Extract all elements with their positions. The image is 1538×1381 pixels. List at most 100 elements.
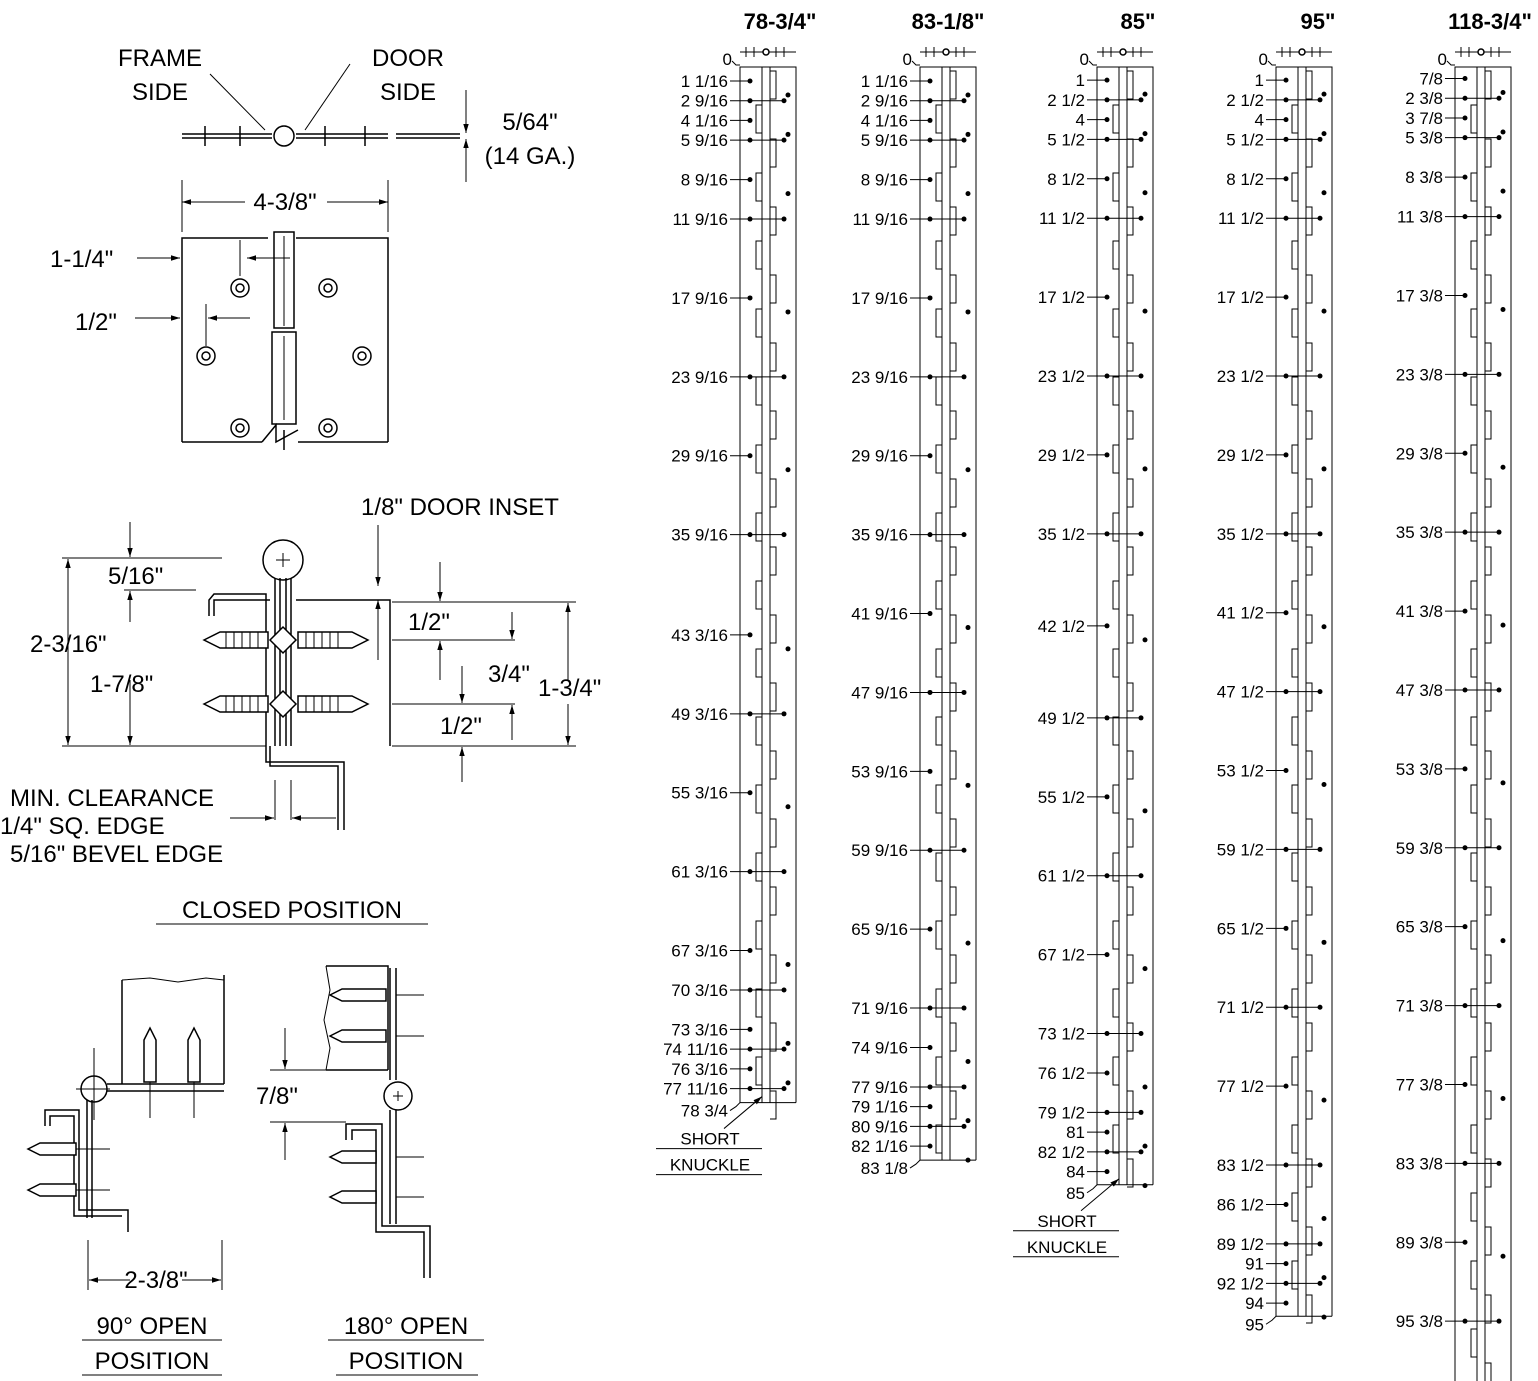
hole-dot — [927, 1084, 933, 1090]
hole-label: 4 — [1255, 111, 1264, 130]
hole-label: 91 — [1245, 1255, 1264, 1274]
hole-label: 7/8 — [1419, 70, 1443, 89]
hole-label: 89 1/2 — [1217, 1235, 1264, 1254]
hole-dot — [781, 987, 787, 993]
knuckle-segment — [950, 886, 957, 916]
hole-label: 5 1/2 — [1047, 130, 1085, 149]
end-leader — [1265, 1315, 1277, 1325]
knuckle-segment — [770, 954, 777, 984]
hole-dot — [785, 962, 791, 968]
hole-dot — [1496, 1318, 1502, 1324]
knuckle-segment — [1485, 886, 1492, 916]
knuckle-segment — [935, 988, 942, 1018]
hole-dot — [961, 847, 967, 853]
hole-dot — [1321, 782, 1327, 788]
knuckle-segment — [1127, 206, 1134, 236]
hole-dot — [1104, 294, 1110, 300]
hole-dot — [1104, 1129, 1110, 1135]
hole-label: 2 1/2 — [1047, 91, 1085, 110]
hole-dot — [1142, 1183, 1148, 1189]
hole-layout-strips: 78-3/4"01 1/162 9/164 1/165 9/168 9/1611… — [656, 9, 1532, 1381]
hole-dot — [785, 467, 791, 473]
hole-dot — [1462, 115, 1468, 121]
hole-label: 74 11/16 — [663, 1040, 728, 1059]
knuckle-segment — [950, 70, 957, 100]
hole-dot — [1317, 846, 1323, 852]
hole-dot — [927, 611, 933, 617]
closed-position-title: CLOSED POSITION — [182, 897, 402, 924]
hole-dot — [1104, 136, 1110, 142]
knuckle-segment — [770, 410, 777, 440]
hole-label: 8 9/16 — [681, 171, 728, 190]
knuckle-segment — [755, 784, 762, 814]
hole-dot — [747, 532, 753, 538]
screws-180 — [328, 988, 424, 1204]
hole-label: 83 1/2 — [1217, 1156, 1264, 1175]
knuckle-segment — [1127, 750, 1134, 780]
hole-label: 95 3/8 — [1396, 1312, 1443, 1331]
hole-dot — [1462, 95, 1468, 101]
hole-dot — [781, 1086, 787, 1092]
short-knuckle-arrow — [1080, 1178, 1120, 1212]
hole-dot — [1283, 1241, 1289, 1247]
knuckle-segment — [935, 784, 942, 814]
knuckle-segment — [770, 70, 777, 100]
hole-dot — [1321, 131, 1327, 137]
hole-label: 49 1/2 — [1038, 709, 1085, 728]
hole-dot — [927, 1143, 933, 1149]
knuckle-segment — [1306, 1294, 1313, 1324]
knuckle-segment — [755, 308, 762, 338]
hole-label: 47 9/16 — [851, 683, 908, 702]
hole-dot — [1104, 452, 1110, 458]
hole-label: 67 1/2 — [1038, 946, 1085, 965]
hole-dot — [785, 131, 791, 137]
hole-dot — [1283, 1083, 1289, 1089]
hole-dot — [747, 1066, 753, 1072]
hole-label: 55 3/16 — [671, 784, 728, 803]
knuckle-segment — [935, 852, 942, 882]
hole-dot — [1104, 531, 1110, 537]
hole-dot — [1462, 1003, 1468, 1009]
hole-dot — [1138, 373, 1144, 379]
knuckle-segment — [935, 716, 942, 746]
hole-dot — [965, 131, 971, 137]
hole-dot — [1462, 845, 1468, 851]
end-label: 85 — [1066, 1184, 1085, 1203]
hole-label: 5 1/2 — [1226, 130, 1264, 149]
knuckle-segment — [1470, 580, 1477, 610]
knuckle-segment — [1306, 1226, 1313, 1256]
hole-dot — [1283, 136, 1289, 142]
hole-dot — [1462, 1160, 1468, 1166]
hole-label: 59 3/8 — [1396, 839, 1443, 858]
hole-dot — [1500, 1095, 1506, 1101]
edge-pin — [1477, 48, 1485, 56]
hole-dot — [1283, 1300, 1289, 1306]
knuckle-segment — [1470, 172, 1477, 202]
hole-dot — [965, 1058, 971, 1064]
hole-dot — [785, 804, 791, 810]
hole-dot — [1138, 215, 1144, 221]
hole-dot — [927, 1044, 933, 1050]
knuckle-segment — [1485, 546, 1492, 576]
hole-label: 8 1/2 — [1226, 170, 1264, 189]
hole-dot — [1321, 939, 1327, 945]
hole-dot — [1104, 794, 1110, 800]
zero-leader — [911, 60, 920, 66]
zero-label: 0 — [723, 50, 732, 69]
knuckle-segment — [935, 920, 942, 950]
knuckle-segment — [1306, 478, 1313, 508]
strip-4: 95"012 1/245 1/28 1/211 1/217 1/223 1/22… — [1217, 9, 1336, 1334]
hole-dot — [1317, 531, 1323, 537]
hole-dot — [1321, 624, 1327, 630]
knuckle-segment — [1485, 138, 1492, 168]
hole-dot — [1321, 466, 1327, 472]
hole-dot — [1283, 768, 1289, 774]
knuckle-segment — [755, 648, 762, 678]
hole-label: 83 3/8 — [1396, 1154, 1443, 1173]
hole-dot — [1321, 308, 1327, 314]
hole-label: 41 1/2 — [1217, 604, 1264, 623]
hole-dot — [1142, 308, 1148, 314]
hole-label: 53 9/16 — [851, 762, 908, 781]
knuckle-segment — [1291, 852, 1298, 882]
